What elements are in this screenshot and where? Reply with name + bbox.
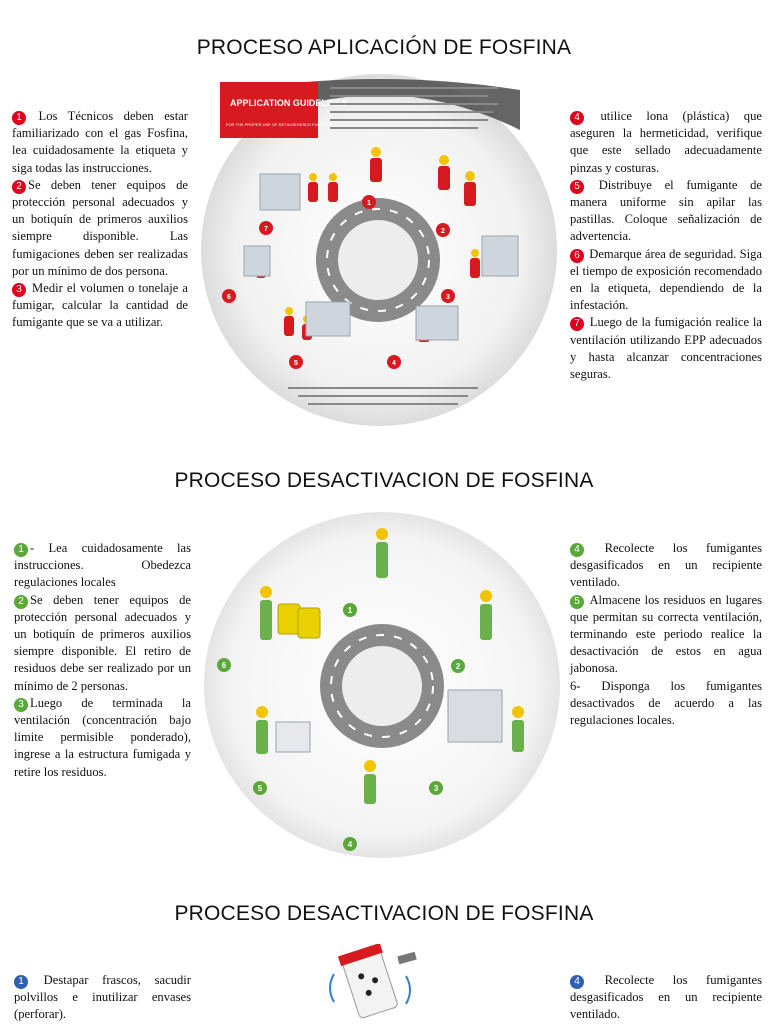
jar-step-4-text: 4 Recolecte los fumigantes desgasificado… (570, 973, 762, 1022)
section3-right-text: 4 Recolecte los fumigantes desgasificado… (570, 972, 762, 1024)
step-3-text: 3 Medir el volumen o tonelaje a fumigar,… (12, 281, 188, 330)
step-1-text: 1 Los Técnicos deben estar familiarizado… (12, 109, 188, 175)
svg-text:6: 6 (222, 661, 227, 670)
section2-right-text: 4 Recolecte los fumigantes desgasificado… (570, 540, 762, 729)
section3-left-text: 1 Destapar frascos, sacudir polvillos e … (14, 972, 191, 1024)
section2-left-text: 1- Lea cuidadosamente las instrucciones.… (14, 540, 191, 781)
section3-title: PROCESO DESACTIVACION DE FOSFINA (174, 902, 594, 925)
section1-right-text: 4 utilice lona (plástica) que aseguren l… (570, 108, 762, 383)
shake-wave-left (329, 973, 335, 1003)
cycle-center (338, 220, 418, 300)
worker-figures (256, 528, 524, 804)
cycle-step-markers: 1 2 3 4 5 6 (217, 603, 465, 851)
storage-cabinet (447, 689, 503, 743)
deact-step-4-badge: 4 (570, 543, 584, 557)
flask-lid (397, 951, 417, 965)
shake-wave-right (405, 975, 411, 1005)
step-1-badge: 1 (12, 111, 26, 125)
section1-left-text: 1 Los Técnicos deben estar familiarizado… (12, 108, 188, 332)
svg-text:5: 5 (294, 360, 298, 367)
fumigation-application-diagram: APPLICATION GUIDELINES FOR THE PROPER US… (201, 74, 557, 426)
cycle-arrows (326, 208, 430, 312)
section1-title: PROCESO APLICACIÓN DE FOSFINA (196, 36, 572, 59)
section2-title: PROCESO DESACTIVACION DE FOSFINA (174, 469, 594, 492)
step-5-text: 5 Distribuye el fumigante de manera unif… (570, 177, 762, 244)
step-7-badge: 7 (570, 317, 584, 332)
container-shaking-illustration (329, 944, 417, 1019)
svg-text:3: 3 (434, 784, 439, 793)
step-5-badge: 5 (570, 179, 584, 194)
poster-header: APPLICATION GUIDELINES (230, 98, 348, 108)
svg-text:1: 1 (367, 200, 371, 207)
poster-step-markers: 1 2 3 4 5 6 7 (222, 195, 455, 369)
cycle-center (342, 646, 422, 726)
poster-subheader: FOR THE PROPER USE OF DETIA DEGESCH FUMI… (226, 122, 336, 127)
step-7-text: 7 Luego de la fumigación realice la vent… (570, 315, 762, 382)
jar-step-1-badge: 1 (14, 975, 28, 989)
svg-text:1: 1 (348, 606, 353, 615)
flask-cap (337, 944, 383, 967)
svg-text:3: 3 (446, 294, 450, 301)
deactivation-cycle-diagram: 1 2 3 4 5 6 (204, 512, 560, 858)
svg-text:5: 5 (258, 784, 263, 793)
step-2-badge: 2 (12, 179, 26, 194)
svg-text:4: 4 (348, 840, 353, 849)
deact-step-4-text: 4 Recolecte los fumigantes desgasificado… (570, 541, 762, 590)
poster-text-lines (288, 87, 498, 405)
svg-text:6: 6 (227, 294, 231, 301)
step-6-text: 6 Demarque área de seguridad. Siga el ti… (570, 246, 762, 313)
cycle-arrows (330, 634, 434, 738)
deact-step-5-text: 5 Almacene los residuos en lugares que p… (570, 592, 762, 676)
jar-step-1-text: 1 Destapar frascos, sacudir polvillos e … (14, 973, 191, 1022)
step-3-badge: 3 (12, 283, 26, 298)
step-4-badge: 4 (570, 111, 584, 125)
poster-logo-box (220, 82, 318, 138)
deact-step-1-badge: 1 (14, 543, 28, 557)
step-4-text: 4 utilice lona (plástica) que aseguren l… (570, 109, 762, 175)
svg-text:7: 7 (264, 226, 268, 233)
deact-step-6-text: 6- Disponga los fumigantes desactivados … (570, 678, 762, 728)
svg-text:4: 4 (392, 360, 396, 367)
svg-text:2: 2 (441, 228, 445, 235)
deact-step-5-badge: 5 (570, 594, 584, 609)
svg-text:2: 2 (456, 662, 461, 671)
jar-step-4-badge: 4 (570, 975, 584, 989)
step-6-badge: 6 (570, 248, 584, 263)
worker-figures (243, 147, 519, 342)
deact-step-1-text: 1- Lea cuidadosamente las instrucciones.… (14, 541, 191, 590)
deact-step-2-badge: 2 (14, 594, 28, 609)
vented-container (275, 721, 311, 753)
deact-step-3-badge: 3 (14, 697, 28, 712)
